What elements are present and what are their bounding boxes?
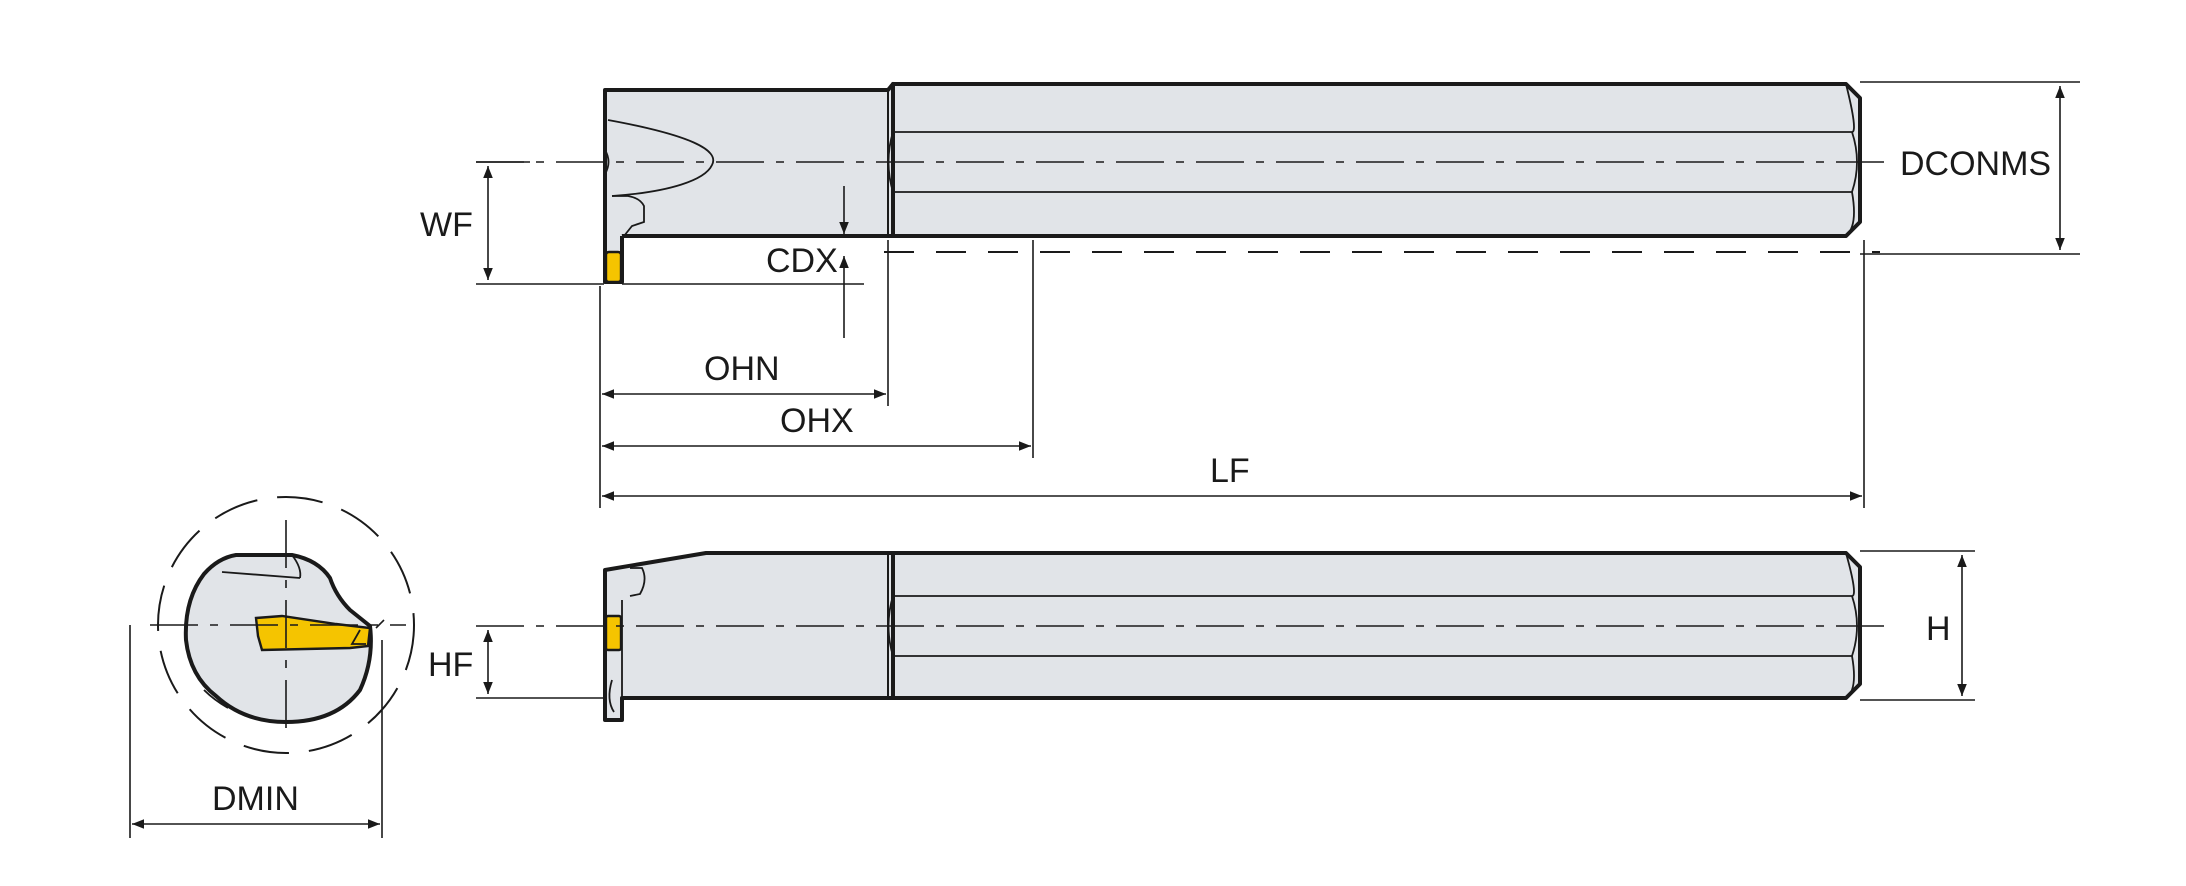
side-view — [476, 551, 1890, 722]
wf-label: WF — [420, 206, 473, 244]
side-view-dimensions: HF H — [428, 550, 1975, 701]
hf-label: HF — [428, 646, 473, 684]
top-view-insert — [604, 250, 623, 284]
end-view-insert — [254, 614, 372, 652]
side-view-insert — [604, 614, 623, 652]
lf-label: LF — [1210, 452, 1250, 490]
end-view-dimensions: DMIN — [129, 625, 383, 838]
top-view-dimensions: WF CDX DCONMS OHN OHX LF — [420, 81, 2080, 508]
h-label: H — [1926, 610, 1951, 648]
ohn-label: OHN — [704, 350, 780, 388]
side-view-head — [603, 551, 895, 722]
end-view — [150, 496, 415, 754]
top-view — [476, 82, 1890, 284]
cdx-label: CDX — [766, 242, 838, 280]
top-view-shank — [891, 82, 1862, 238]
top-view-head — [603, 82, 895, 238]
dmin-label: DMIN — [212, 780, 299, 818]
ohx-label: OHX — [780, 402, 854, 440]
dconms-label: DCONMS — [1900, 145, 2051, 183]
